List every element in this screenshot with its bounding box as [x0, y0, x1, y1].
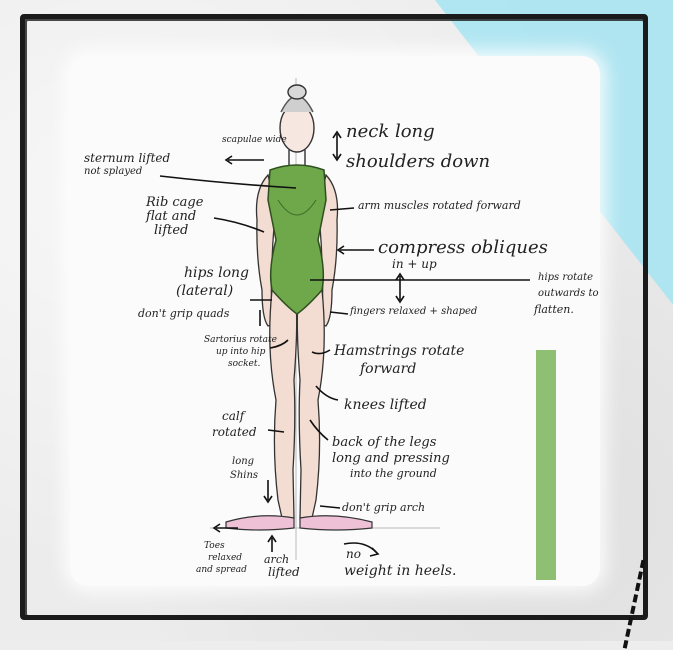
label-no-weight-2: weight in heels.: [344, 564, 456, 579]
green-accent-bar: [536, 350, 556, 580]
label-long-shins-2: Shins: [230, 470, 258, 481]
label-calf-2: rotated: [212, 426, 257, 439]
label-hips-rotate-2: outwards to: [538, 288, 599, 299]
label-hamstrings-1: Hamstrings rotate: [334, 344, 464, 359]
label-arch-lifted-2: lifted: [268, 566, 300, 579]
label-rib-cage-3: lifted: [154, 224, 188, 238]
label-sartorius-1: Sartorius rotate: [204, 336, 277, 346]
label-fingers: fingers relaxed + shaped: [350, 306, 477, 317]
label-hips-long-2: (lateral): [176, 284, 233, 299]
label-no-weight-1: no: [346, 548, 361, 561]
legs: [270, 290, 325, 518]
label-long-shins-1: long: [232, 456, 254, 467]
label-scapulae-wide: scapulae wide: [222, 136, 287, 146]
label-arm-muscles: arm muscles rotated forward: [358, 200, 521, 212]
label-hips-long-1: hips long: [184, 266, 249, 281]
label-hamstrings-2: forward: [360, 362, 416, 377]
label-back-of-legs-2: long and pressing: [332, 452, 450, 466]
label-toes-1: Toes: [204, 542, 225, 552]
label-neck-long: neck long: [346, 122, 435, 142]
label-toes-2: relaxed: [208, 554, 242, 564]
label-back-of-legs-1: back of the legs: [332, 436, 436, 450]
label-hips-rotate-3: flatten.: [534, 304, 574, 316]
label-sternum-lifted: sternum lifted: [84, 152, 170, 165]
label-knees-lifted: knees lifted: [344, 398, 427, 413]
label-sartorius-2: up into hip: [216, 348, 265, 358]
label-toes-3: and spread: [196, 566, 247, 576]
label-compress-2: in + up: [392, 258, 437, 271]
label-compress-1: compress obliques: [378, 238, 548, 258]
label-dont-grip-arch: don't grip arch: [342, 502, 425, 514]
label-not-splayed: not splayed: [84, 166, 142, 177]
label-hips-rotate-1: hips rotate: [538, 272, 593, 283]
label-calf-1: calf: [222, 410, 244, 423]
label-shoulders-down: shoulders down: [346, 152, 490, 172]
label-sartorius-3: socket.: [228, 360, 260, 370]
label-back-of-legs-3: into the ground: [350, 468, 437, 480]
label-dont-grip-quads: don't grip quads: [138, 308, 229, 320]
